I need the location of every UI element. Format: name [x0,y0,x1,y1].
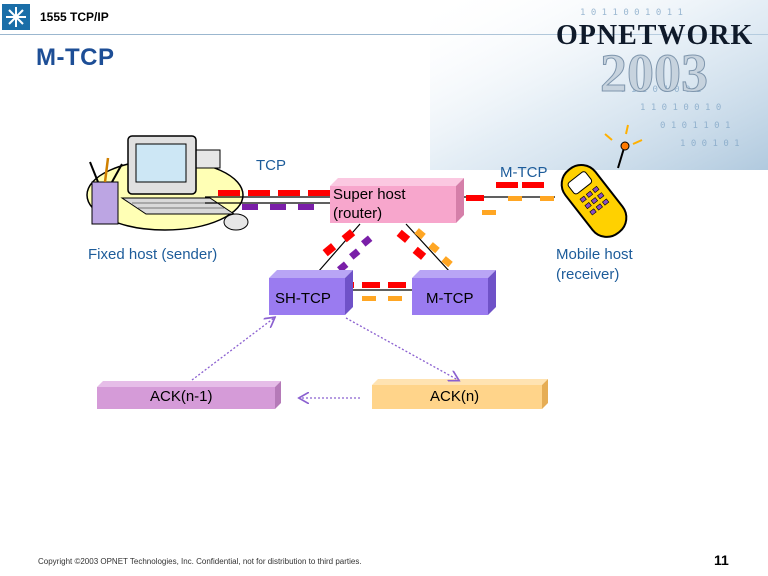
super-host-box [330,178,464,223]
packets-tcp [218,190,330,210]
packets-mtcp [466,182,554,215]
brand-year: 2003 [600,43,709,104]
mobile-host-label: Mobile host [556,246,633,263]
svg-text:1 1 0 1 0 0 1 0: 1 1 0 1 0 0 1 0 [640,103,721,113]
mtcp-box-label: M-TCP [426,290,474,307]
tcp-label: TCP [256,157,286,174]
svg-text:0 1 1 0 1 0 0 1: 0 1 1 0 1 0 0 1 [620,85,701,95]
course-title: 1555 TCP/IP [40,10,109,24]
packets-down-left [322,229,373,273]
ack-prev-box [97,381,281,409]
opnet-logo-icon [2,4,30,30]
svg-text:0 1 0 1 1 0 1: 0 1 0 1 1 0 1 [660,121,730,131]
computer-icon [86,135,249,231]
packets-down-right [396,228,453,268]
super-host-label: Super host [333,186,406,203]
copyright-footer: Copyright ©2003 OPNET Technologies, Inc.… [38,557,362,566]
ack-n-box [372,379,548,409]
brand-background: 1 0 1 1 0 0 1 0 1 1 0 1 1 0 1 0 0 1 1 1 … [430,0,768,170]
mobile-phone-icon [560,124,643,238]
fixed-host-label: Fixed host (sender) [88,246,218,263]
ack-n-label: ACK(n) [430,388,480,405]
slide-title: M-TCP [36,44,115,71]
svg-text:1 0 1 1 0 0 1 0 1 1: 1 0 1 1 0 0 1 0 1 1 [580,8,683,18]
mtcp-box [412,270,496,315]
brand-logo: OPNETWORK [556,20,754,51]
sh-tcp-label: SH-TCP [275,290,331,307]
sh-tcp-box [269,270,353,315]
router-label: (router) [333,205,383,222]
receiver-label: (receiver) [556,266,620,283]
ack-prev-label: ACK(n-1) [150,388,213,405]
page-number: 11 [714,552,729,568]
ack-arrows [191,318,458,398]
svg-text:1 0 0 1 0 1: 1 0 0 1 0 1 [680,139,740,149]
mtcp-label: M-TCP [500,164,548,181]
